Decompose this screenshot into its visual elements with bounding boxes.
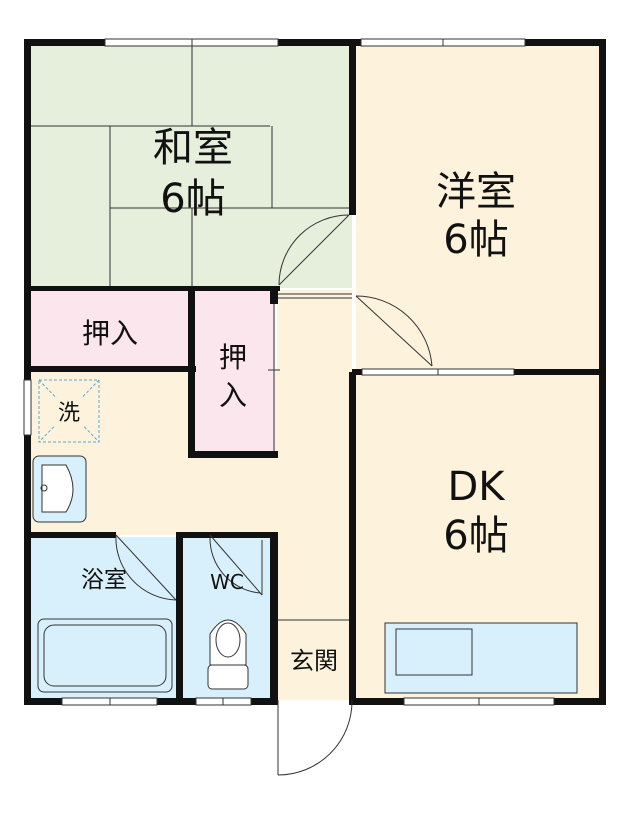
kitchen-counter: [384, 622, 578, 694]
oshiire-1-floor: [30, 291, 190, 368]
laundry-label: 洗: [58, 401, 80, 426]
dk-name: DK: [447, 464, 506, 510]
laundry-space: [38, 379, 100, 443]
bathtub: [37, 618, 173, 693]
bathroom-label: 浴室: [81, 567, 127, 593]
wash-basin: [32, 455, 87, 523]
toilet-bowl: [207, 619, 249, 690]
hall-floor-strip: [277, 290, 352, 700]
washitsu-size: 6帖: [160, 176, 225, 222]
oshiire-2-label-top: 押: [219, 341, 247, 374]
yoshitsu-name: 洋室: [436, 169, 516, 215]
yoshitsu-floor: [356, 45, 600, 373]
window-mullions: [109, 39, 480, 705]
entrance-label: 玄関: [290, 647, 338, 675]
oshiire-2-label-bottom: 入: [219, 379, 247, 412]
yoshitsu-size: 6帖: [443, 217, 508, 263]
oshiire-2-floor: [193, 291, 275, 454]
doors: [115, 214, 433, 776]
oshiire-1-label: 押入: [82, 317, 138, 350]
washitsu-floor: [30, 45, 352, 288]
tatami-lines: [30, 45, 352, 288]
toilet-label: WC: [210, 570, 244, 594]
dk-size: 6帖: [443, 513, 508, 559]
laundry-label-bg: [52, 398, 86, 426]
washitsu-name: 和室: [153, 125, 233, 171]
